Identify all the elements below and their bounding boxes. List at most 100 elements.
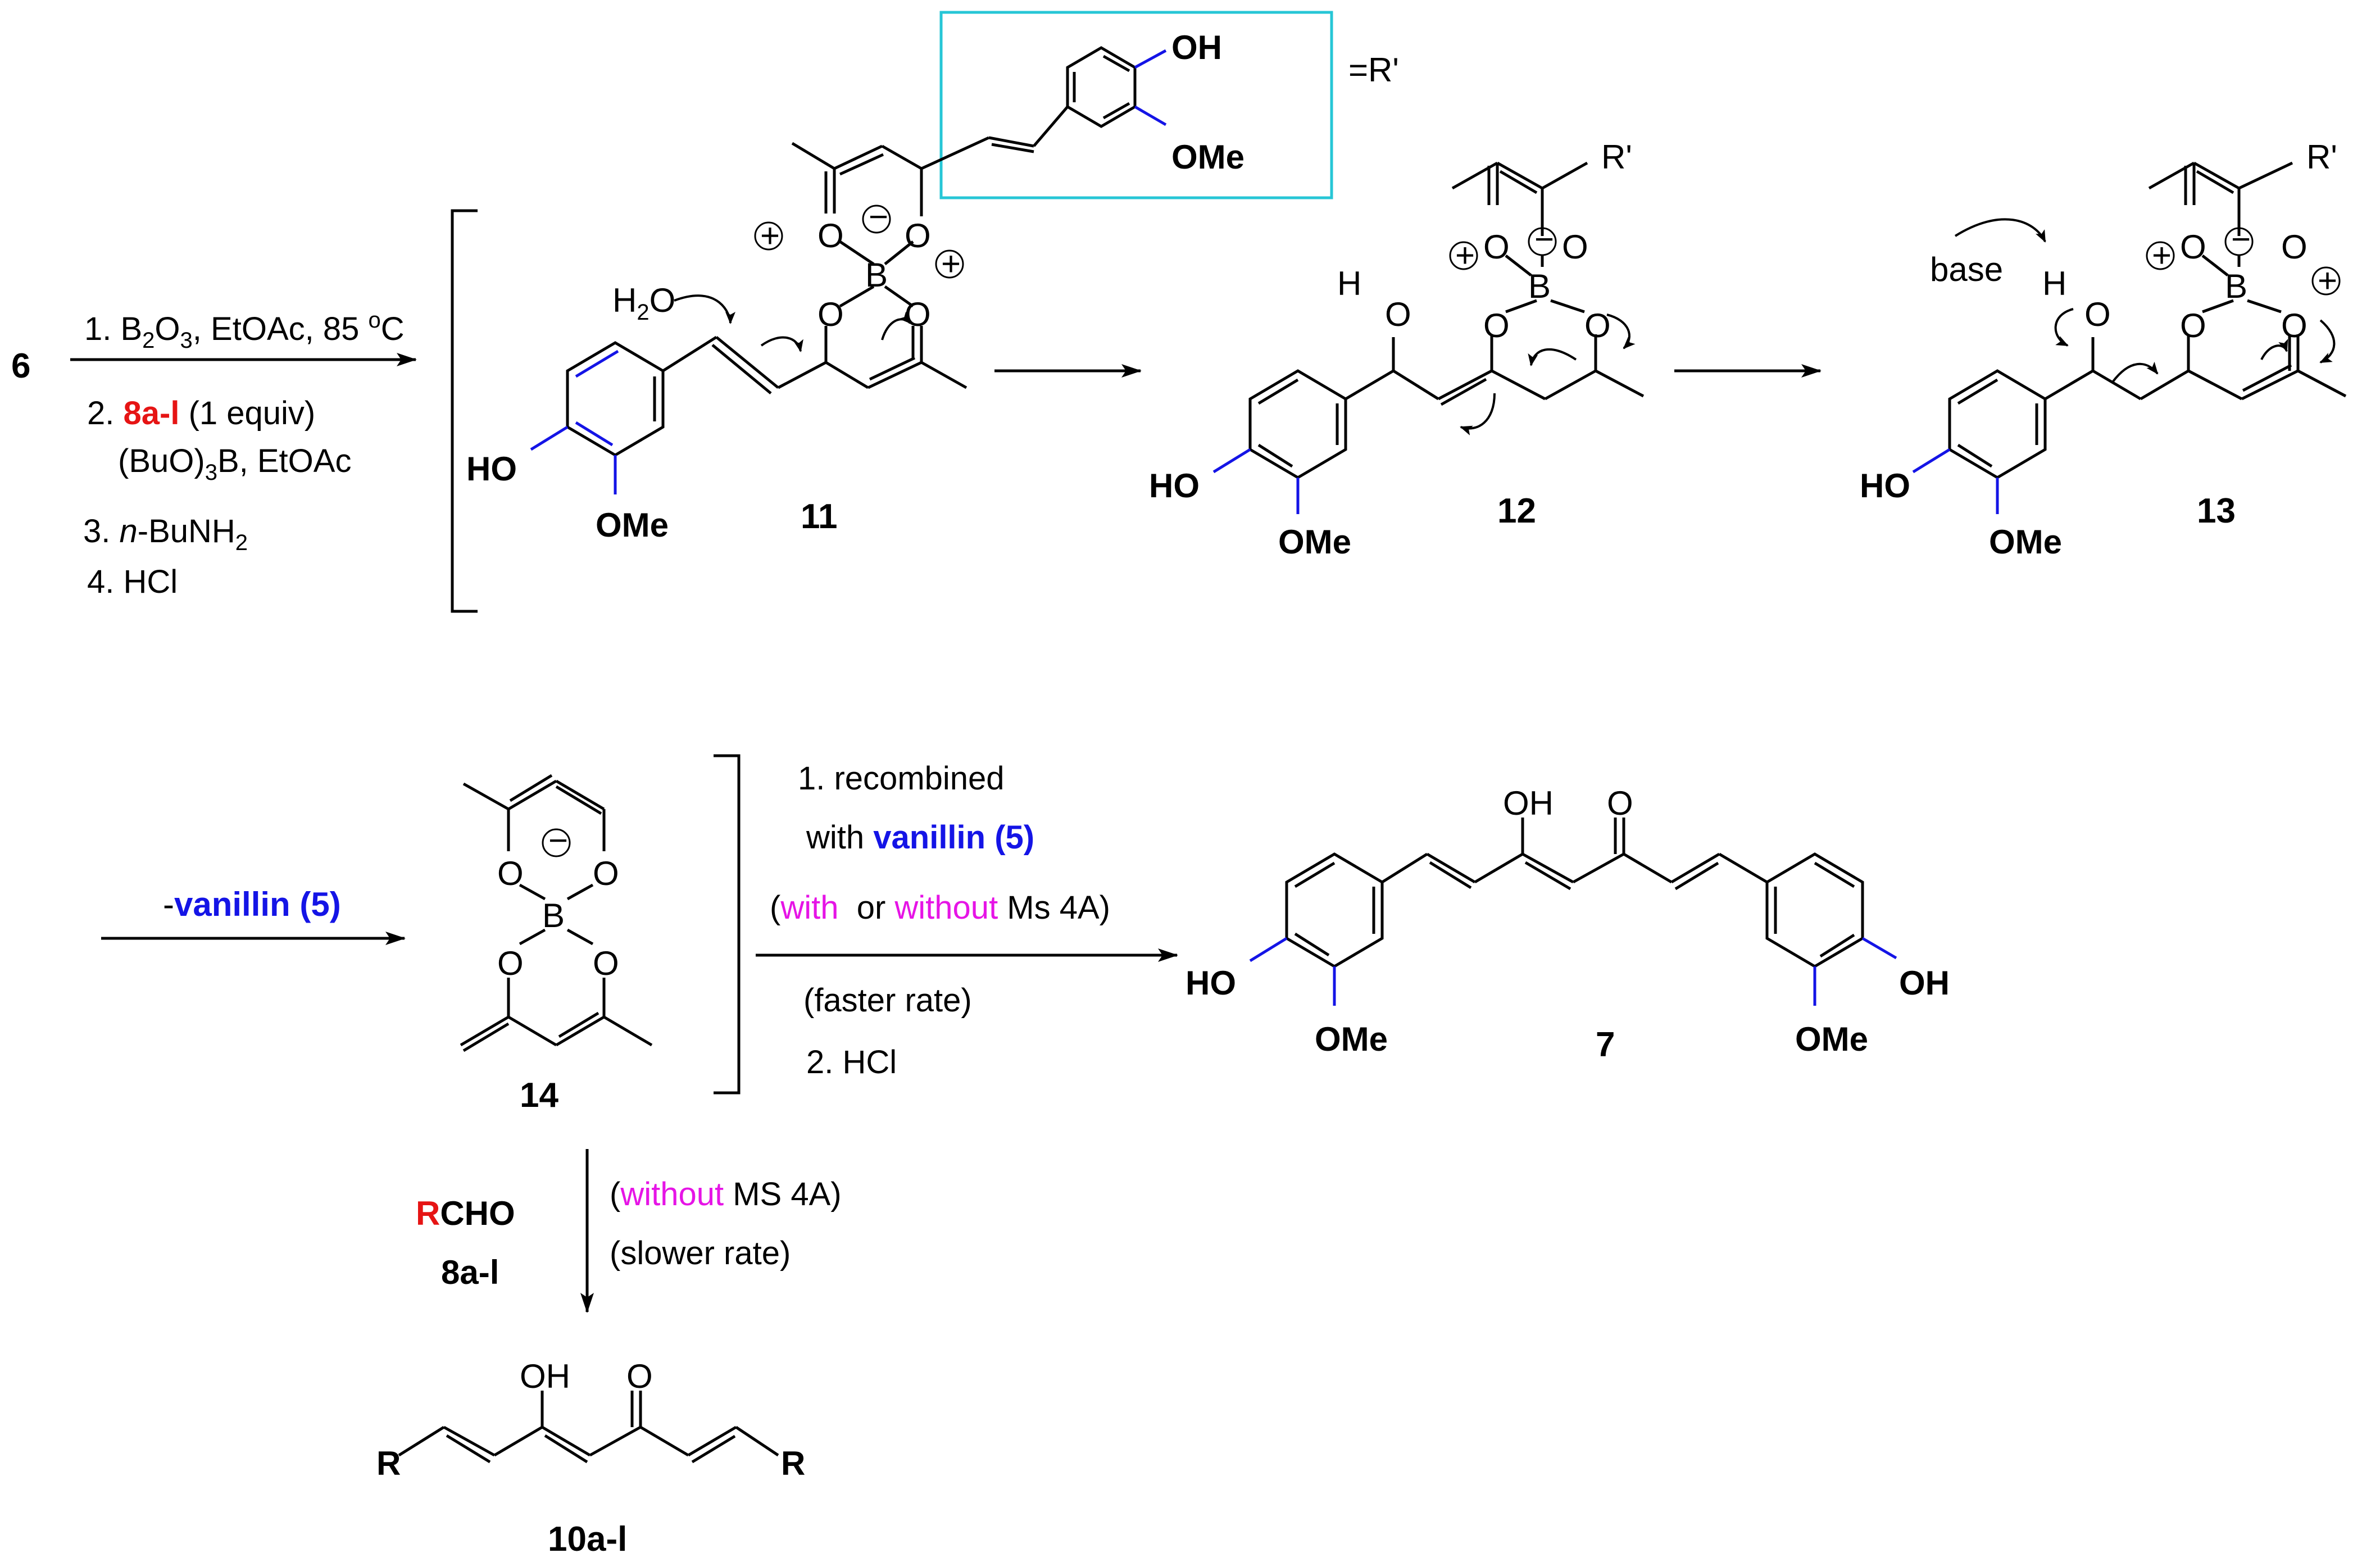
curved-arrow-icon <box>881 311 911 340</box>
rprime-label: R' <box>2306 138 2337 176</box>
o-atom: O <box>817 296 844 333</box>
ho-label: HO <box>466 450 517 488</box>
compound-14-atoms: O O B O O − 14 <box>497 821 619 1115</box>
cond10-line-2: (slower rate) <box>610 1235 791 1272</box>
o-atom: O <box>1607 784 1633 822</box>
plus-sign: + <box>941 245 961 283</box>
compound-10-label: 10a-l <box>548 1520 627 1559</box>
compound-11 <box>530 11 1333 494</box>
plus-sign: + <box>2318 262 2337 299</box>
condition-line-2: 2. 8a-l (1 equiv) <box>87 395 315 432</box>
ring-double-bond <box>1102 102 1130 120</box>
plus-sign: + <box>760 217 780 255</box>
o-atom: O <box>2084 296 2111 333</box>
o-atom: O <box>905 217 931 255</box>
minus-vanillin-step: -vanillin (5) <box>101 886 406 945</box>
base-label: base <box>1930 251 2003 288</box>
h-atom: H <box>1337 265 1361 302</box>
o-atom: O <box>2180 307 2206 344</box>
o-atom: O <box>497 945 524 982</box>
compound-6-label: 6 <box>11 347 30 385</box>
compound-14-label: 14 <box>520 1076 558 1115</box>
ome-label: OMe <box>596 506 669 544</box>
ome-label: OMe <box>1795 1020 1868 1058</box>
compound-7 <box>1249 818 1897 1006</box>
plus-charge-icon <box>2311 266 2341 296</box>
rprime-label: R' <box>1601 138 1632 176</box>
ho-label: HO <box>1860 467 1910 505</box>
ome-label: OMe <box>1989 523 2062 561</box>
minus-sign: − <box>548 821 568 859</box>
plus-sign: + <box>1455 237 1475 274</box>
curved-arrow-icon <box>2054 308 2074 347</box>
minus-vanillin-label: -vanillin (5) <box>163 886 341 923</box>
compound-10-atoms: OH O R R 10a-l <box>376 1357 805 1559</box>
ome-label: OMe <box>1315 1020 1388 1058</box>
condition-line-1: 1. B2O3, EtOAc, 85 oC <box>84 308 405 353</box>
o-atom: O <box>1385 296 1411 333</box>
o-atom: O <box>2281 228 2308 266</box>
compound-10 <box>398 1391 779 1464</box>
minus-sign: − <box>869 198 888 235</box>
o-atom: O <box>1483 228 1510 266</box>
ho-label: HO <box>1149 467 1200 505</box>
r-group-label: R <box>376 1445 401 1482</box>
curved-arrow-icon <box>1954 218 2046 243</box>
o-atom: O <box>2180 228 2206 266</box>
minus-charge-icon <box>2224 227 2254 256</box>
oh-label: OH <box>520 1357 570 1395</box>
right-bracket <box>714 754 741 1095</box>
compound-14 <box>460 774 653 1052</box>
o-atom: O <box>593 945 619 982</box>
curved-arrow-icon <box>1606 314 1636 349</box>
curved-arrow-icon <box>1528 348 1577 366</box>
minus-sign: − <box>2231 220 2251 258</box>
oh-label: OH <box>1503 784 1554 822</box>
h-atom: H <box>2042 265 2066 302</box>
minus-charge-icon <box>1528 227 1557 256</box>
oh-label: OH <box>1171 29 1222 66</box>
curved-arrow-icon <box>1460 393 1496 435</box>
cond7-line-5: 2. HCl <box>806 1044 897 1080</box>
aromatic-ring-lower <box>566 341 665 457</box>
ome-bond <box>1134 105 1167 126</box>
curved-arrow-icon <box>2260 339 2288 360</box>
compound-12-atoms: R' O O B O O H O + − HO OMe 12 <box>1149 138 1636 561</box>
step1-conditions: 6 1. B2O3, EtOAc, 85 oC 2. 8a-l (1 equiv… <box>11 308 417 600</box>
compound-7-label: 7 <box>1596 1025 1615 1064</box>
cond7-line-2: with vanillin (5) <box>806 819 1034 856</box>
o-atom: O <box>1584 307 1611 344</box>
rprime-highlight-box <box>939 11 1333 199</box>
compound-12-label: 12 <box>1497 492 1536 530</box>
compound-12 <box>1212 161 1645 514</box>
ome-label: OMe <box>1171 138 1244 176</box>
o-atom: O <box>2281 307 2308 344</box>
b-atom: B <box>2225 267 2247 305</box>
minus-charge-icon <box>862 205 891 234</box>
plus-charge-icon <box>754 221 783 251</box>
o-atom: O <box>905 296 931 333</box>
cond7-line-4: (faster rate) <box>803 982 972 1019</box>
compound-11-label: 11 <box>801 497 838 536</box>
left-bracket <box>451 209 478 613</box>
minus-charge-icon <box>542 828 571 857</box>
rprime-definition: =R' <box>1348 51 1399 89</box>
curved-arrow-icon <box>674 294 735 324</box>
cond7-line-3: (with or without Ms 4A) <box>770 889 1110 926</box>
plus-charge-icon <box>2146 241 2175 270</box>
step-to-10-conditions: RCHO 8a-l (without MS 4A) (slower rate) <box>416 1149 842 1313</box>
compound-11-atoms: OH OMe =R' O O B O O + − + H2O HO OMe 11 <box>466 29 1399 544</box>
oh-bond <box>1134 49 1167 69</box>
condition-line-3: (BuO)3B, EtOAc <box>118 443 351 485</box>
step-to-7-conditions: 1. recombined with vanillin (5) (with or… <box>756 760 1178 1080</box>
compound-7-atoms: OH O HO OMe OH OMe 7 <box>1186 784 1950 1064</box>
rcho-label: RCHO <box>416 1195 515 1232</box>
o-atom: O <box>497 855 524 892</box>
b-atom: B <box>542 897 565 934</box>
minus-sign: − <box>1534 220 1554 258</box>
b-atom: B <box>865 256 888 294</box>
condition-line-4: 3. n-BuNH2 <box>83 513 248 555</box>
compound-13 <box>1912 161 2347 514</box>
ring-double-bond <box>1102 55 1130 72</box>
